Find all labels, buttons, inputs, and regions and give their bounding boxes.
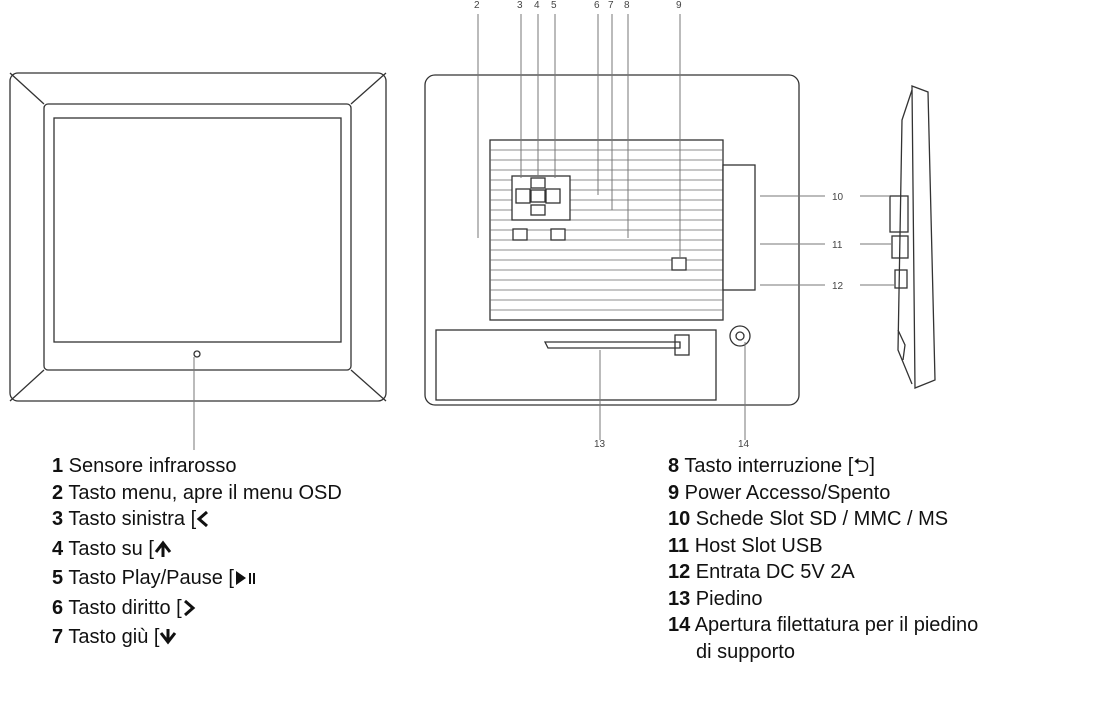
legend-item-9: 9 Power Accesso/Spento [668,480,978,507]
right-arrow-icon [182,598,196,625]
legend-item-11: 11 Host Slot USB [668,533,978,560]
legend-right: 8 Tasto interruzione [⮌]9 Power Accesso/… [668,453,978,665]
callout-2: 2 [474,0,480,11]
legend-text: Entrata DC 5V 2A [690,561,855,583]
front-view [9,72,387,450]
legend-item-14: 14 Apertura filettatura per il piedino [668,612,978,639]
callout-5: 5 [551,0,557,11]
legend-text-continued: di supporto [696,640,795,663]
stand [543,341,681,349]
legend-text: Piedino [690,587,763,610]
legend-item-2: 2 Tasto menu, apre il menu OSD [52,480,342,507]
legend-number: 13 [668,587,691,610]
legend-item-12: 12 Entrata DC 5V 2A [668,559,978,586]
legend-number: 9 [668,481,680,504]
play-pause-icon [234,568,258,595]
callout-7: 7 [608,0,614,11]
photo-frame-diagram: 2 3 4 5 6 7 8 9 10 11 12 13 14 [9,0,936,450]
callout-3: 3 [517,0,523,11]
legend-text: Tasto menu, apre il menu OSD [63,481,342,504]
legend-number: 2 [52,481,64,504]
legend-number: 7 [52,626,64,648]
callout-8: 8 [624,0,630,11]
legend-item-13: 13 Piedino [668,586,978,613]
legend-number: 6 [52,596,64,619]
legend-number: 1 [52,455,64,477]
legend-item-8: 8 Tasto interruzione [⮌] [668,453,978,480]
legend-number: 5 [52,567,64,589]
legend-item-6: 6 Tasto diritto [ [52,595,342,625]
legend-text: Apertura filettatura per il piedino [690,614,979,636]
power-switch [671,257,687,271]
legend-text: Tasto sinistra [ [63,508,197,530]
callout-14: 14 [738,439,750,450]
callout-6: 6 [594,0,600,11]
legend-number: 8 [668,455,680,477]
legend-text: Tasto giù [ [63,626,160,648]
legend-item-1: 1 Sensore infrarosso [52,453,342,480]
legend-item-3: 3 Tasto sinistra [ [52,506,342,536]
legend-text: Tasto interruzione [⮌] [679,455,875,477]
callout-13: 13 [594,439,606,450]
side-view [760,85,936,389]
legend-text: Sensore infrarosso [63,455,237,477]
down-arrow-icon [159,627,177,654]
thread-hole [729,325,751,347]
back-view [424,74,800,440]
left-arrow-icon [196,509,210,536]
legend-text: Schede Slot SD / MMC / MS [690,508,949,530]
legend-item-10: 10 Schede Slot SD / MMC / MS [668,506,978,533]
legend-number: 11 [668,534,690,557]
legend-item-4: 4 Tasto su [ [52,536,342,566]
legend-item-7: 7 Tasto giù [ [52,624,342,654]
legend-number: 10 [668,508,691,530]
up-arrow-icon [154,539,172,566]
legend-number: 12 [668,561,691,583]
legend-number: 4 [52,537,64,560]
callout-4: 4 [534,0,540,11]
callout-9: 9 [676,0,682,11]
legend-number: 3 [52,508,64,530]
callout-11: 11 [832,240,843,251]
infrared-sensor [193,350,201,358]
legend-text: Tasto diritto [ [63,596,182,619]
legend-text: Tasto su [ [63,537,154,560]
legend-text: Host Slot USB [689,534,823,557]
callout-12: 12 [832,281,844,292]
callout-10: 10 [832,192,844,203]
legend-number: 14 [668,614,691,636]
legend-text: Tasto Play/Pause [ [63,567,234,589]
legend-item-5: 5 Tasto Play/Pause [ [52,565,342,595]
legend-text: Power Accesso/Spento [679,481,891,504]
